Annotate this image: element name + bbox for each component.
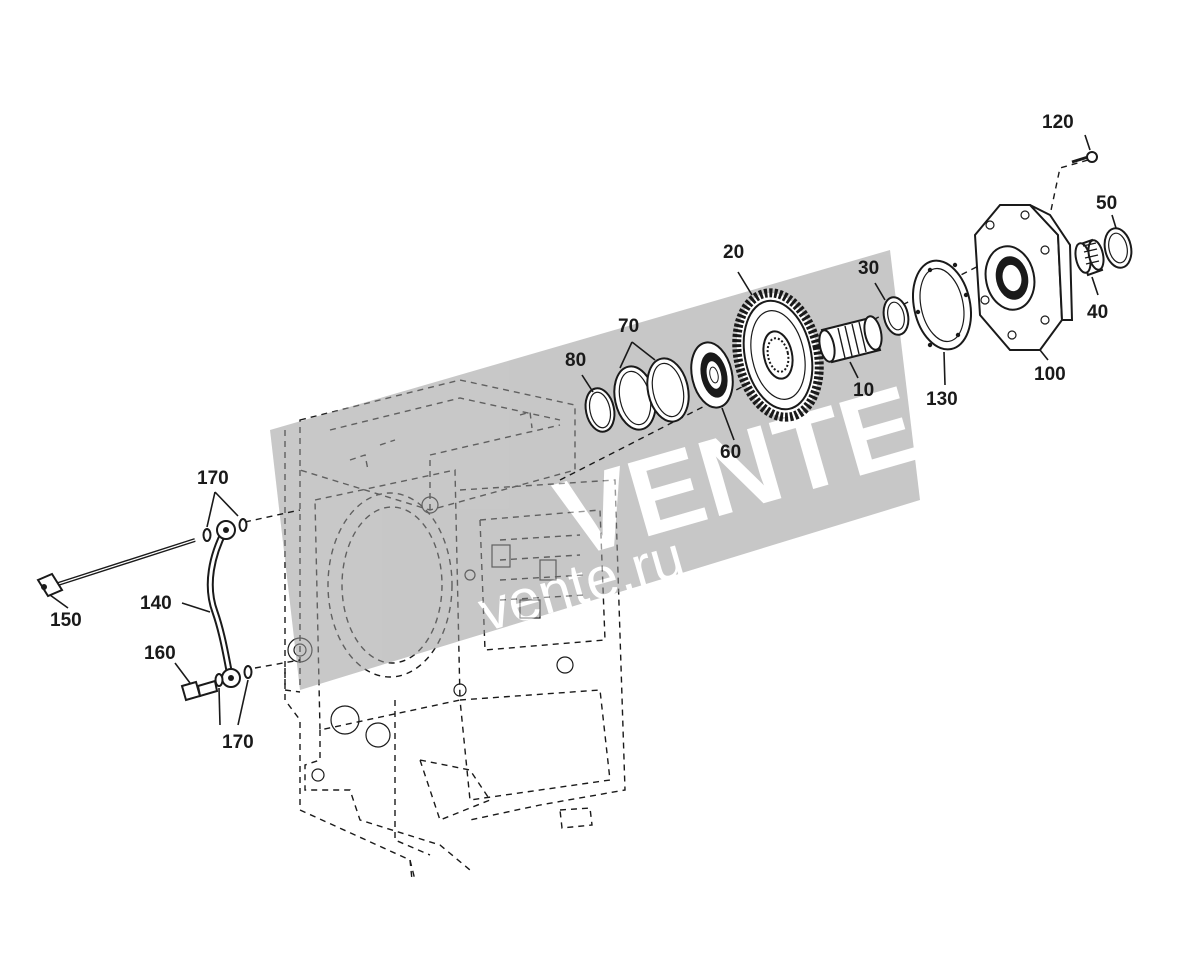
part-30-o-ring: [882, 296, 910, 336]
callout-100: 100: [1034, 364, 1066, 385]
part-40-race: [1074, 238, 1105, 277]
callout-60: 60: [720, 442, 741, 463]
callout-80: 80: [565, 350, 586, 371]
part-60-bearing: [690, 341, 734, 409]
callout-labels: 80 70 20 60 30 10 130 100 40 50 120 170 …: [50, 112, 1117, 753]
callout-50: 50: [1096, 193, 1117, 214]
callout-120: 120: [1042, 112, 1074, 133]
callout-170-top: 170: [197, 468, 229, 489]
part-150-rod: [36, 538, 196, 598]
part-70-rings: [613, 357, 690, 431]
watermark: VENTE vente.ru: [270, 250, 930, 690]
part-130-gasket: [912, 259, 972, 351]
part-120-screw: [1071, 151, 1098, 164]
callout-150: 150: [50, 610, 82, 631]
part-160-bolt: [180, 679, 219, 702]
callout-130: 130: [926, 389, 958, 410]
callout-160: 160: [144, 643, 176, 664]
part-80-snap-ring: [584, 387, 616, 433]
part-20-gear: [732, 288, 824, 422]
callout-70: 70: [618, 316, 639, 337]
part-50-ring: [1103, 227, 1133, 269]
callout-20: 20: [723, 242, 744, 263]
callout-30: 30: [858, 258, 879, 279]
callout-10: 10: [853, 380, 874, 401]
callout-170-bottom: 170: [222, 732, 254, 753]
part-10-shaft: [818, 315, 883, 364]
leader-lines: [49, 134, 1117, 726]
part-100-cover: [973, 204, 1074, 351]
part-140-pipe: [206, 520, 241, 688]
callout-140: 140: [140, 593, 172, 614]
callout-40: 40: [1087, 302, 1108, 323]
